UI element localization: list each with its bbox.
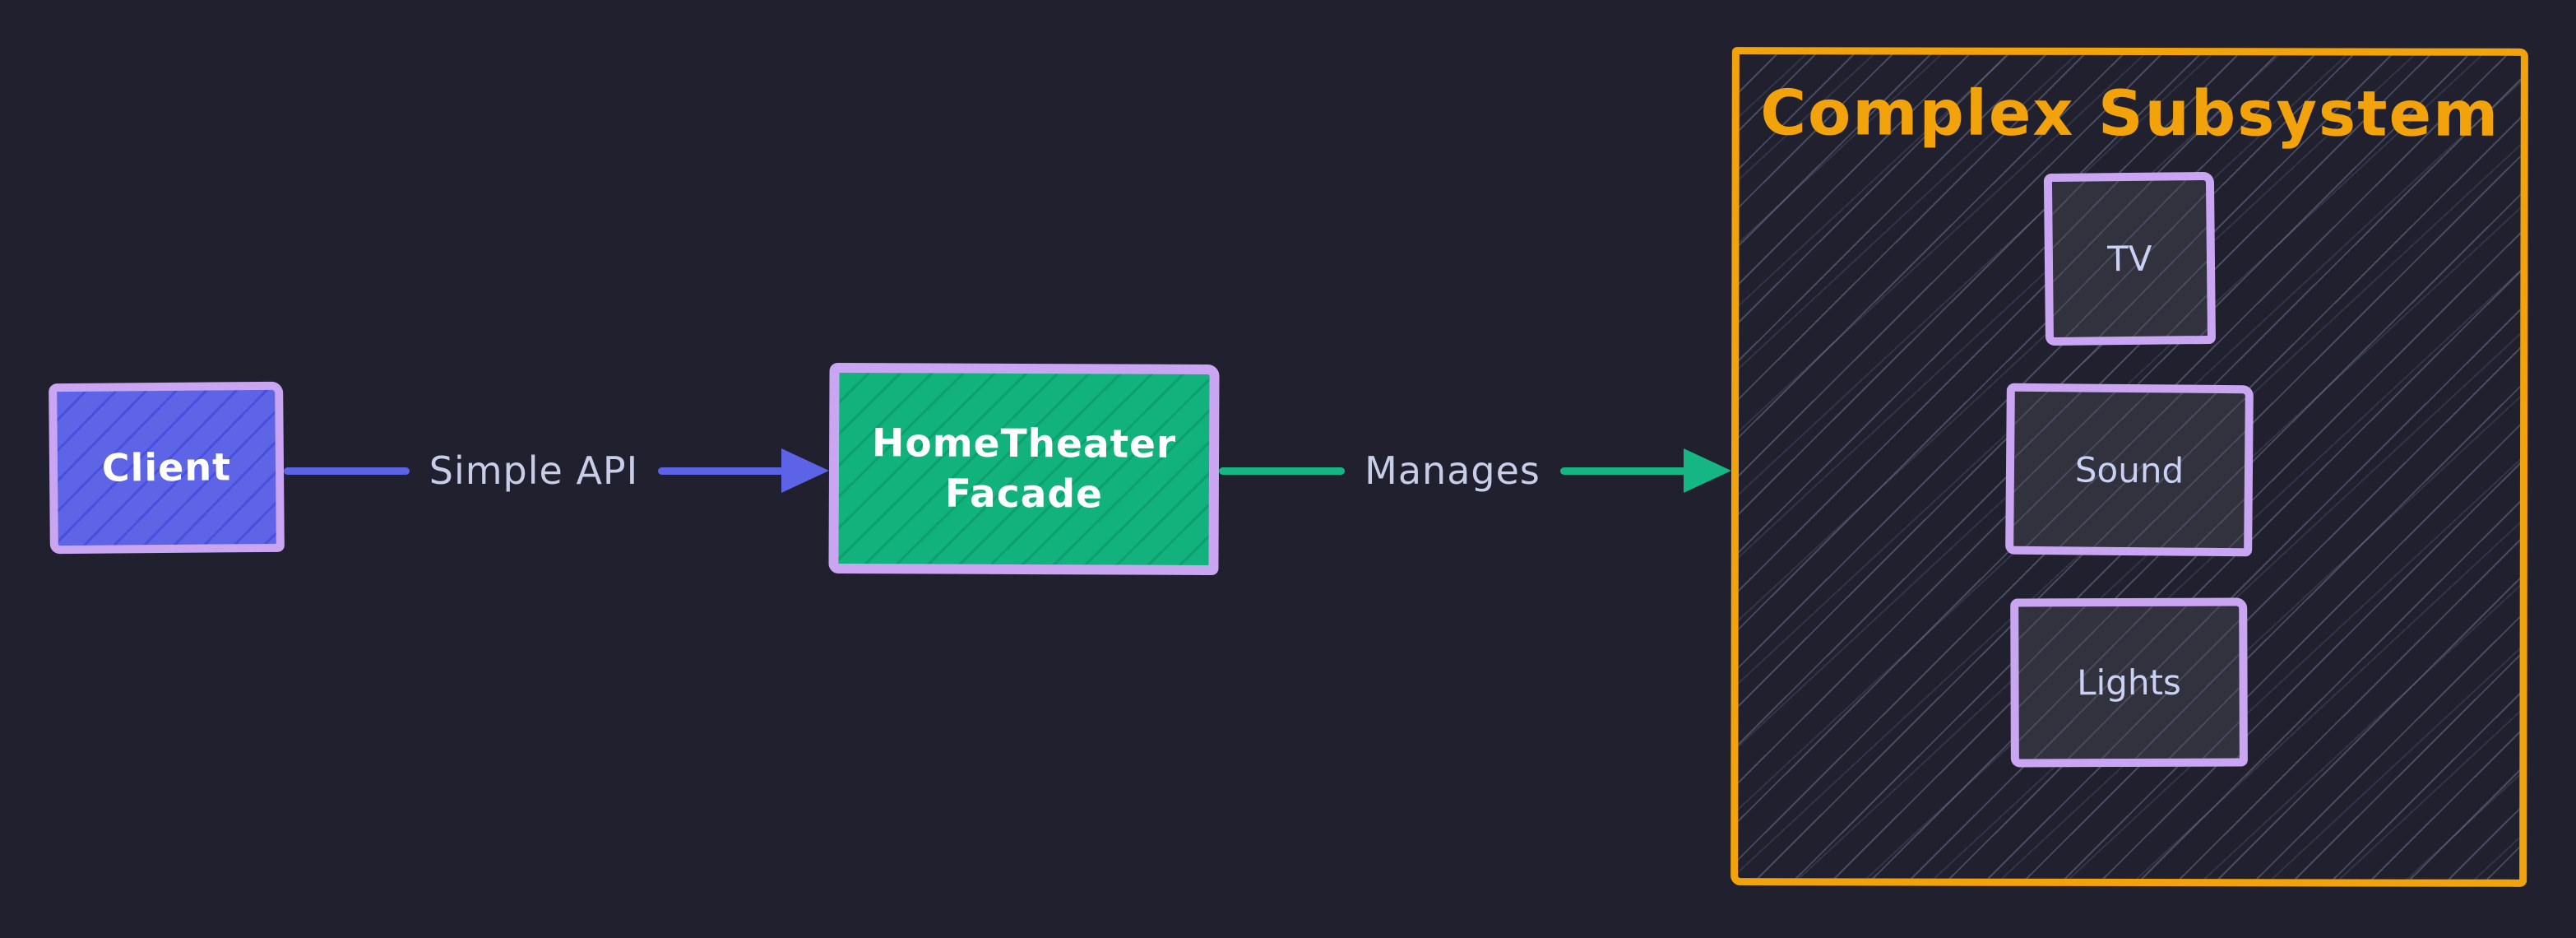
tv-label: TV — [2106, 238, 2152, 280]
client-node: Client — [49, 381, 285, 555]
simple-api-edge: Simple API — [284, 446, 829, 495]
sound-node: Sound — [2005, 383, 2254, 557]
edge-line-left — [284, 467, 410, 475]
facade-node: HomeTheater Facade — [828, 362, 1220, 576]
manages-edge-label: Manages — [1364, 448, 1541, 493]
manages-edge: Manages — [1219, 446, 1731, 495]
complex-subsystem-container: Complex Subsystem TV Sound Lights — [1730, 47, 2528, 887]
sound-label: Sound — [2074, 448, 2185, 491]
lights-node: Lights — [2010, 597, 2248, 768]
tv-node: TV — [2043, 171, 2217, 346]
edge-line-right — [658, 467, 784, 475]
edge-line-left — [1219, 467, 1346, 475]
complex-subsystem-title: Complex Subsystem — [1760, 76, 2500, 151]
client-label: Client — [101, 443, 232, 490]
lights-label: Lights — [2077, 662, 2181, 704]
arrowhead-right-icon — [781, 448, 829, 493]
facade-label: HomeTheater Facade — [871, 420, 1177, 518]
arrowhead-right-icon — [1684, 448, 1731, 493]
edge-line-right — [1559, 467, 1686, 475]
simple-api-edge-label: Simple API — [429, 448, 639, 493]
